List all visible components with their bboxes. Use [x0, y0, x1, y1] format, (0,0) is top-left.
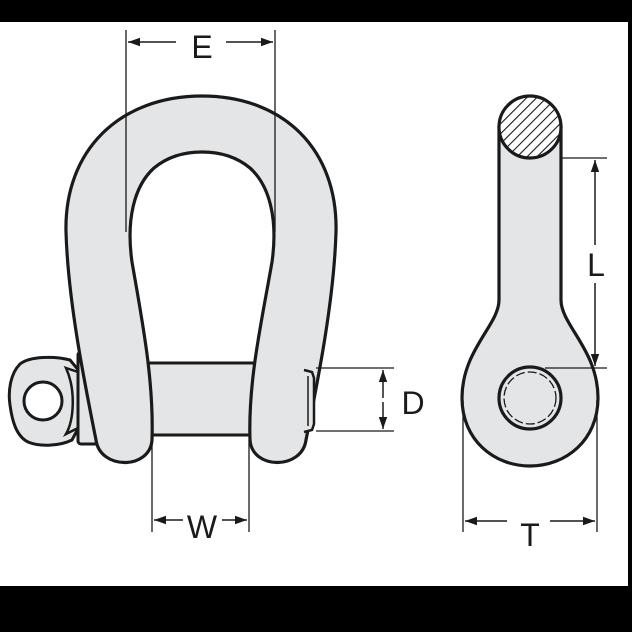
- top-border-rule: [0, 20, 630, 22]
- dimension-w: W: [151, 440, 250, 545]
- shackle-bow: [64, 94, 338, 464]
- side-view: L T: [460, 94, 607, 553]
- dimension-label-l: L: [587, 247, 605, 283]
- front-view: E W D: [7, 29, 425, 545]
- pin-thread-end: [303, 368, 316, 434]
- bow-cross-section: [497, 94, 563, 160]
- pin-eye-hole: [22, 380, 64, 422]
- dimension-e: E: [125, 29, 276, 232]
- dimension-label-e: E: [191, 29, 212, 65]
- dimension-l: L: [545, 157, 607, 369]
- dimension-d: D: [316, 367, 425, 432]
- top-frame-bar: [0, 0, 632, 20]
- dimension-label-t: T: [520, 517, 540, 553]
- dimension-t: T: [462, 400, 598, 553]
- pin-thread: [503, 371, 557, 425]
- shackle-pin: [138, 361, 267, 437]
- right-frame-edge: [628, 20, 632, 588]
- dimension-label-w: W: [187, 509, 218, 545]
- bottom-border-rule: [0, 586, 630, 588]
- side-body: [460, 125, 600, 468]
- bottom-frame-bar: [0, 588, 632, 632]
- pin-hole: [497, 365, 563, 431]
- dimension-label-d: D: [401, 385, 424, 421]
